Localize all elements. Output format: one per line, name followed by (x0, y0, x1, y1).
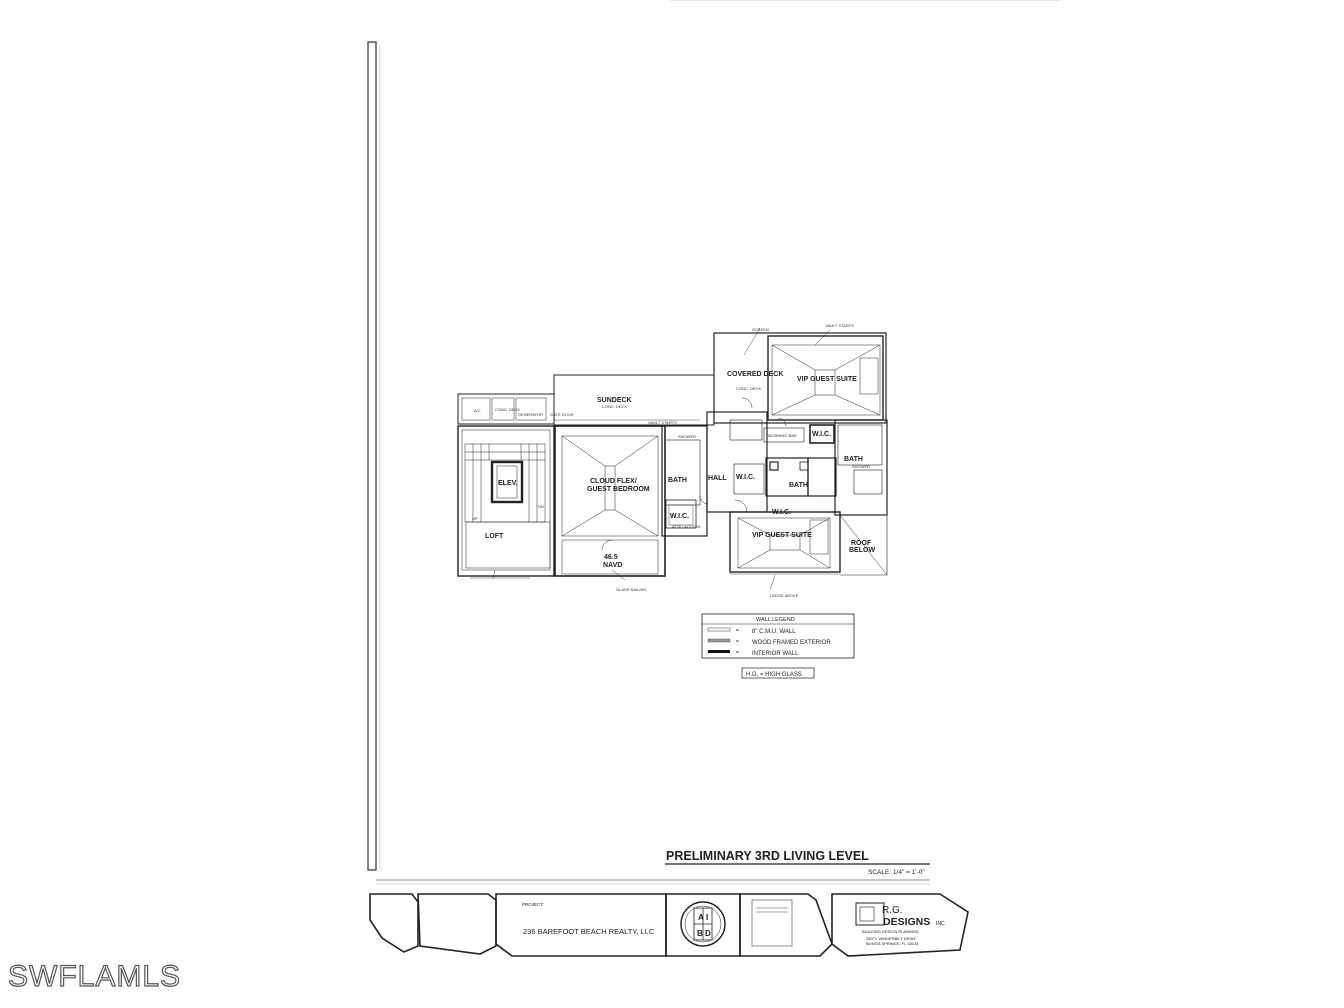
project-label: PROJECT: (522, 902, 544, 907)
room-roof-below-1: ROOF (851, 540, 872, 547)
room-labels: SUNDECK CONC. DECK COVERED DECK CONC. DE… (472, 323, 875, 598)
sheet-title-block: PRELIMINARY 3RD LIVING LEVEL SCALE: 1/4"… (665, 849, 930, 876)
legend-hg-note: H.G. = HIGH GLASS (746, 672, 802, 678)
room-vip-upper: VIP GUEST SUITE (797, 376, 857, 383)
room-sundeck: SUNDECK (597, 397, 632, 404)
cloud-flex-vault (561, 435, 659, 537)
floor-plan (457, 327, 888, 591)
room-loft: LOFT (485, 533, 504, 540)
room-roof-below-2: BELOW (849, 547, 875, 554)
note-generator: GENERATOR (518, 412, 543, 417)
title-strip (369, 879, 969, 957)
note-morning-bar: MORNING BAR (768, 433, 797, 438)
elevation-datum: NAVD (603, 562, 622, 569)
room-cloud-flex-1: CLOUD FLEX/ (590, 478, 637, 485)
vip-upper-vault (771, 344, 881, 416)
svg-text:=: = (736, 650, 739, 656)
svg-text:=: = (736, 628, 739, 634)
vip-lower-vault (737, 517, 831, 569)
note-ac: A/C (474, 408, 481, 413)
svg-text:=: = (736, 639, 739, 645)
firm-suffix: INC. (936, 921, 946, 927)
room-covered-deck: COVERED DECK (727, 371, 783, 378)
sheet-border (367, 0, 1060, 871)
note-vault-starts: VAULT STARTS (648, 420, 677, 425)
mls-watermark: SWFLAMLS (7, 959, 182, 993)
room-cloud-flex-2: GUEST BEDROOM (587, 486, 650, 493)
note-up: UP (472, 516, 478, 521)
firm-address-1: 28071 VANDERBILT DRIVE (866, 936, 916, 941)
seal-letter-b: B (697, 929, 703, 938)
room-hall: HALL (708, 475, 727, 482)
project-name: 236 BAREFOOT BEACH REALTY, LLC (523, 927, 655, 936)
room-elev: ELEV. (498, 480, 518, 487)
seal-letter-i: I (706, 913, 708, 922)
firm-name-initials: R.G. (882, 905, 903, 916)
designer-seal (680, 901, 726, 947)
note-shower-right: SHOWER (852, 464, 870, 469)
note-glass-railing: GLASS RAILING (616, 587, 646, 592)
room-wic-mid: W.I.C. (736, 474, 755, 481)
title-strip-text: PROJECT: 236 BAREFOOT BEACH REALTY, LLC … (522, 902, 946, 946)
sheet-scale: SCALE: 1/4" = 1'-0" (868, 869, 925, 876)
stair (464, 443, 546, 523)
room-vip-lower: VIP GUEST SUITE (752, 532, 812, 539)
note-covered-deck: CONC. DECK (736, 386, 761, 391)
legend-label-wood: WOOD FRAMED EXTERIOR (752, 640, 831, 646)
elevation-value: 46.5 (604, 554, 618, 561)
firm-tagline: BUILDING DESIGN PLANNING (862, 929, 919, 934)
note-attic-access: ATTIC ACCESS (672, 524, 701, 529)
seal-letter-a: A (698, 913, 704, 922)
note-screen: SCREEN (752, 327, 769, 332)
legend-swatch-cmu (707, 627, 731, 632)
legend-swatch-wood (707, 638, 731, 643)
note-dn: DN (538, 504, 544, 509)
room-wic-left: W.I.C. (670, 513, 689, 520)
wall-legend: WALL LEGEND = 8" C.M.U. WALL = WOOD FRAM… (701, 613, 855, 679)
note-gate: GATE DOOR (550, 412, 574, 417)
room-bath-mid: BATH (789, 482, 808, 489)
room-bath-left: BATH (668, 477, 687, 484)
seal-letter-d: D (705, 929, 711, 938)
firm-name: DESIGNS (883, 916, 930, 928)
room-wic-right: W.I.C. (812, 431, 831, 438)
room-bath-right: BATH (844, 456, 863, 463)
room-wic-lower: W.I.C. (772, 509, 791, 516)
elevator-shaft (490, 460, 524, 504)
note-ledge-above: LEDGE ABOVE (770, 593, 799, 598)
note-cond-deck: CONC. DECK (495, 407, 520, 412)
note-shower-left: SHOWER (678, 434, 696, 439)
note-sundeck: CONC. DECK (602, 404, 627, 409)
sheet-title: PRELIMINARY 3RD LIVING LEVEL (666, 849, 869, 863)
legend-label-interior: INTERIOR WALL (752, 651, 799, 657)
note-vault-starts-2: VAULT STARTS (825, 323, 854, 328)
firm-address-2: BONITA SPRINGS, FL 34134 (866, 941, 919, 946)
legend-swatch-interior (708, 650, 730, 653)
legend-label-cmu: 8" C.M.U. WALL (752, 629, 796, 635)
legend-title: WALL LEGEND (756, 617, 795, 623)
